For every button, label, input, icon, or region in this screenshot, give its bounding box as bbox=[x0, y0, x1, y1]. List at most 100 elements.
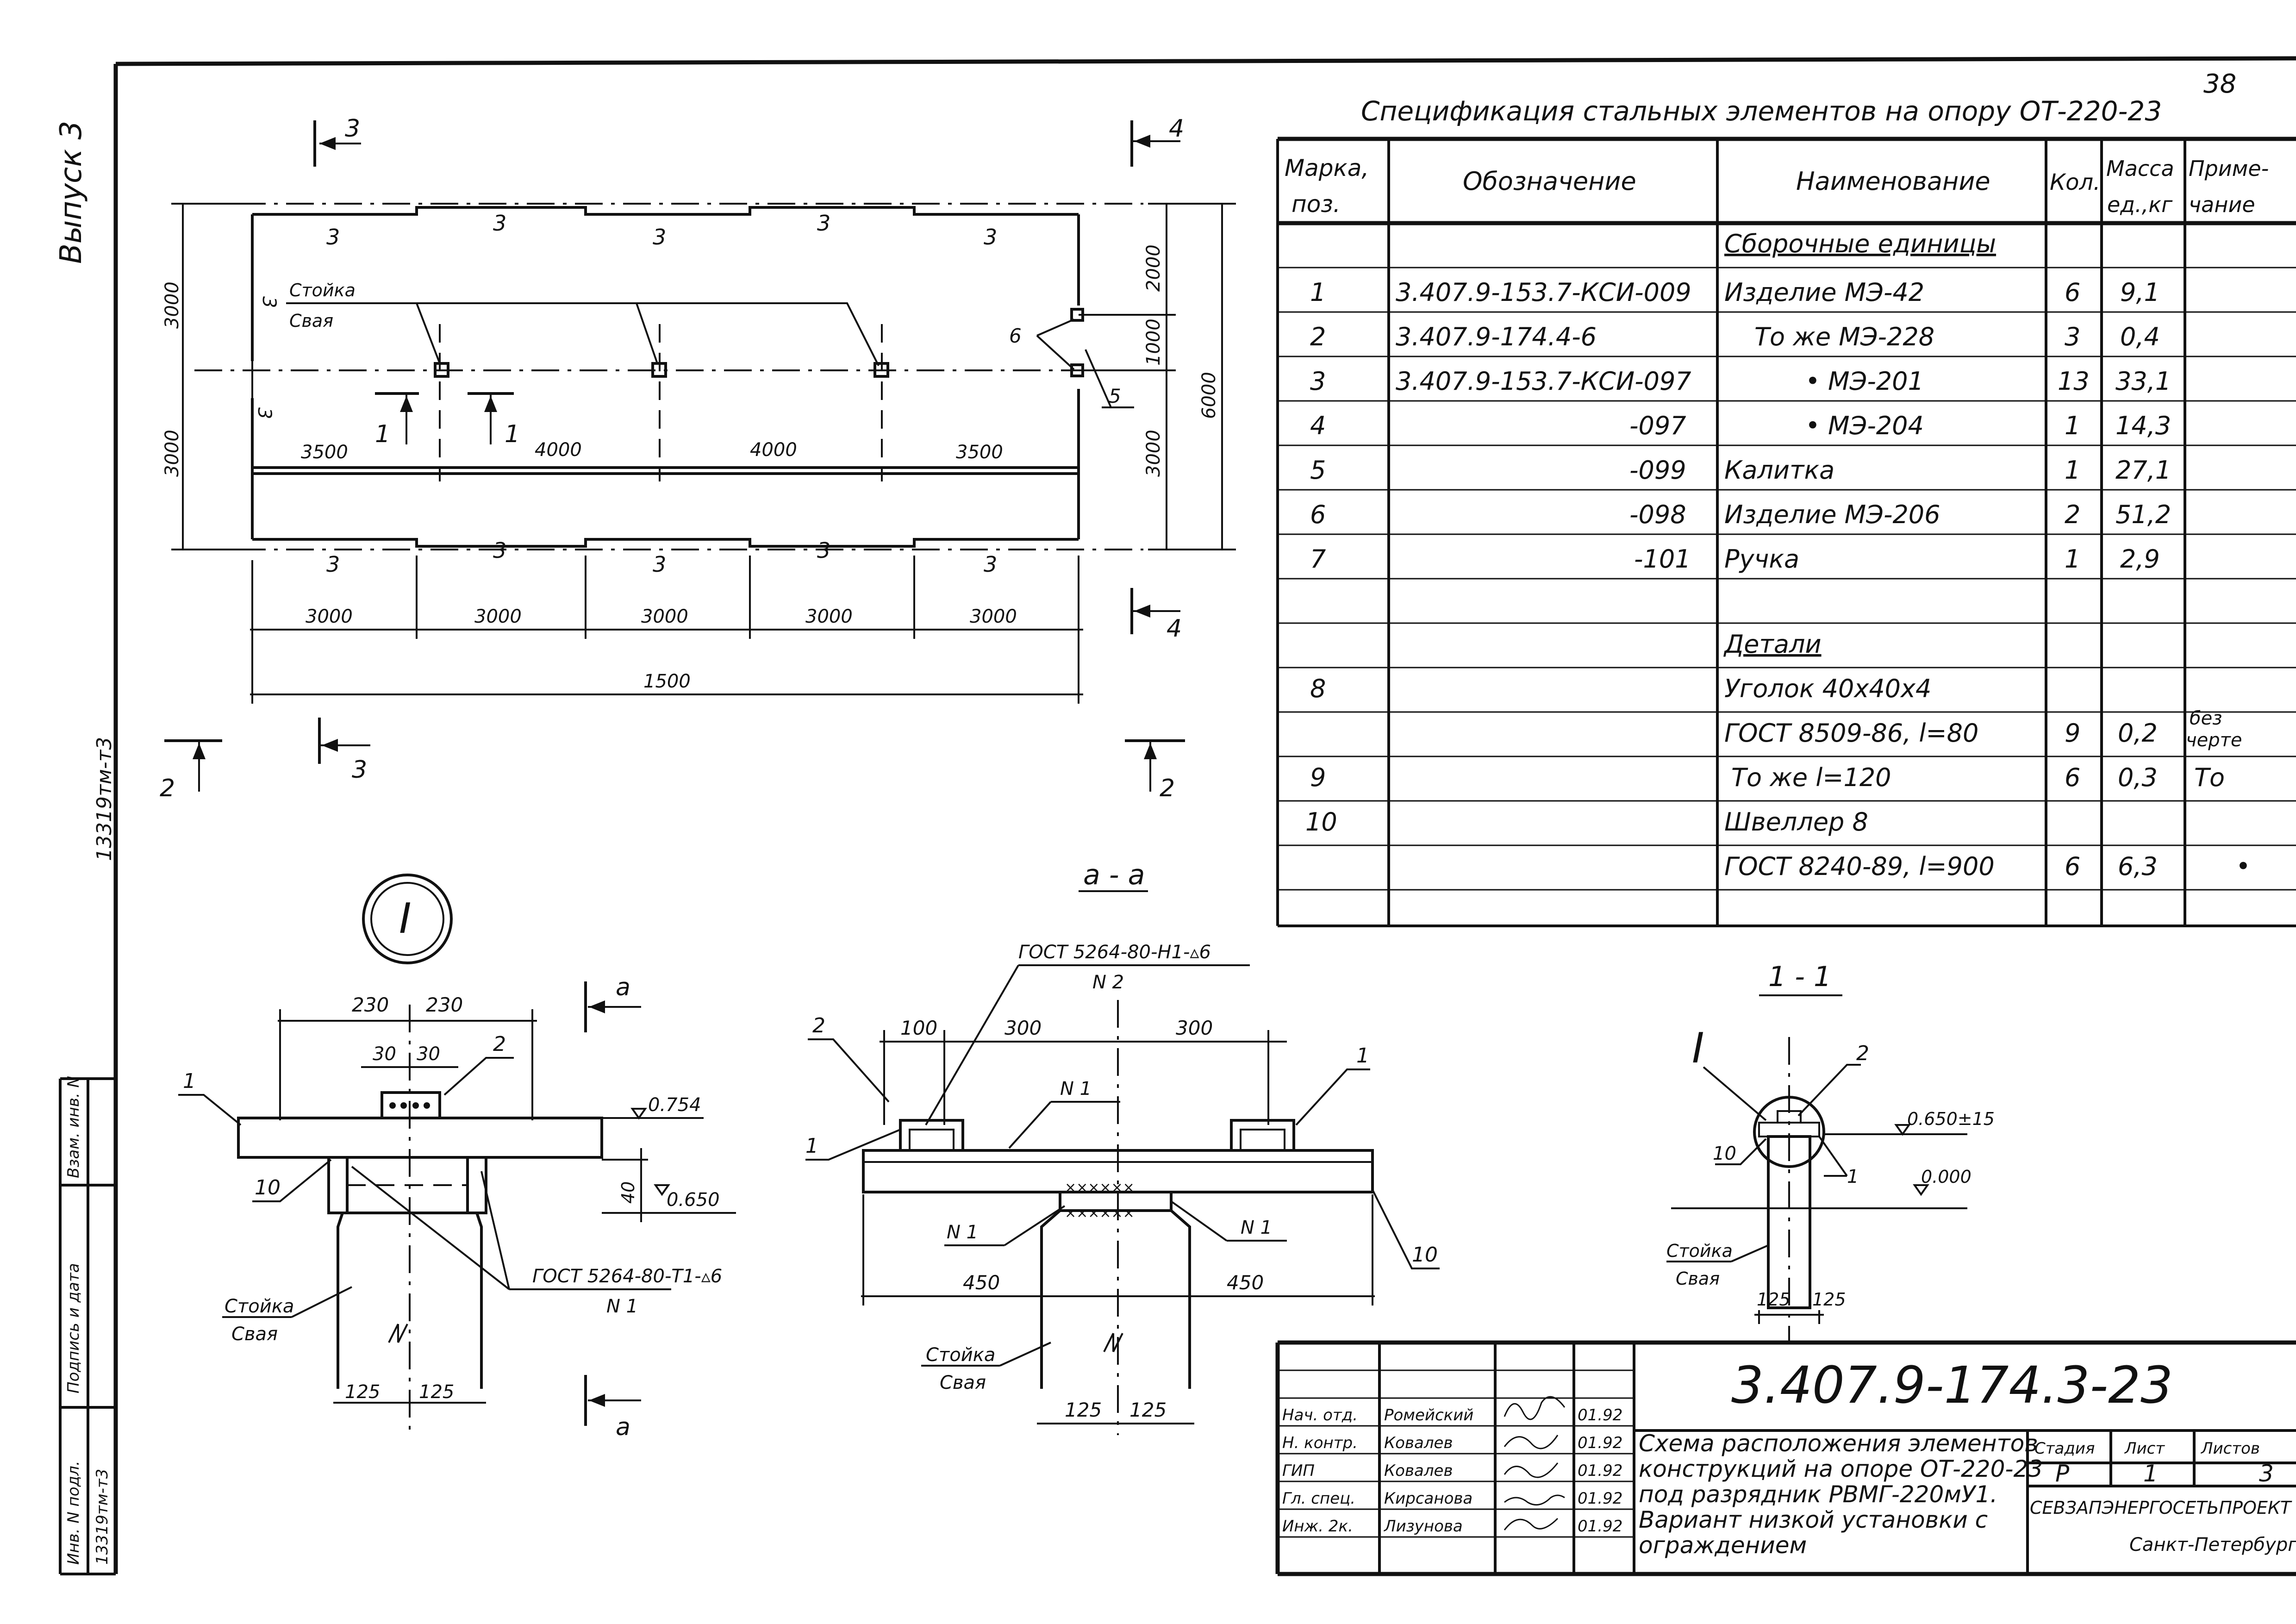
row-designation: -097 bbox=[1629, 411, 1686, 440]
row-name: Швеллер 8 bbox=[1724, 807, 1868, 837]
dim-top: 100 bbox=[900, 1017, 937, 1039]
row-note-2: черте bbox=[2186, 730, 2242, 751]
right-dim: 1000 bbox=[1143, 319, 1164, 366]
panel-mark-bottom: 3 bbox=[653, 552, 666, 577]
hdr-note-2: чание bbox=[2189, 192, 2255, 217]
stage-value: Р bbox=[2055, 1460, 2070, 1487]
panel-mark-top: 3 bbox=[493, 211, 506, 236]
staff-role: Инж. 2к. bbox=[1282, 1517, 1353, 1536]
row-name: То же l=120 bbox=[1731, 763, 1891, 792]
callout: 1 bbox=[805, 1134, 818, 1158]
row-name: Изделие МЭ-42 bbox=[1724, 278, 1924, 307]
dim-side: 40 bbox=[618, 1181, 638, 1204]
weld-marks: ×××××× bbox=[1065, 1205, 1135, 1221]
callout-6: 6 bbox=[1009, 325, 1022, 347]
row-qty: 3 bbox=[2065, 322, 2080, 351]
section-mark: 1 bbox=[375, 420, 390, 448]
panel-mark-top: 3 bbox=[984, 225, 997, 250]
row-qty: 6 bbox=[2065, 763, 2080, 792]
inv-vzam-label: Взам. инв. N bbox=[64, 1076, 83, 1178]
panel-mark-bottom: 3 bbox=[493, 538, 506, 563]
sheet-label: Лист bbox=[2124, 1439, 2165, 1458]
section-assemblies: Сборочные единицы bbox=[1724, 229, 1996, 258]
row-name: Уголок 40х40х4 bbox=[1724, 674, 1931, 703]
section-arrow-1: 1 1 bbox=[375, 392, 520, 448]
row-pos: 6 bbox=[1310, 500, 1326, 529]
post-label: Стойка bbox=[926, 1344, 995, 1366]
row-qty: 6 bbox=[2065, 852, 2080, 881]
bottom-dim: 3000 bbox=[306, 606, 353, 627]
level-bot: 0.650 bbox=[667, 1189, 720, 1211]
callout: 1 bbox=[183, 1069, 196, 1093]
row-qty: 1 bbox=[2065, 456, 2080, 485]
staff-name: Ковалев bbox=[1384, 1434, 1453, 1452]
section-title: а - а bbox=[1083, 859, 1145, 891]
section-arrow-2-left: 2 bbox=[160, 739, 222, 802]
staff-role: Гл. спец. bbox=[1282, 1489, 1355, 1508]
overall-width-dim: 6000 bbox=[1198, 372, 1220, 419]
left-dim: 3000 bbox=[162, 430, 183, 477]
left-dim: 3000 bbox=[162, 281, 183, 329]
staff-row: Гл. спец. Кирсанова 01.92 bbox=[1282, 1489, 1622, 1508]
bottom-dim: 3000 bbox=[474, 606, 522, 627]
section-details: Детали bbox=[1723, 630, 1822, 659]
row-qty: 2 bbox=[2065, 500, 2080, 529]
spec-row: 6 -098 Изделие МЭ-206 2 51,2 bbox=[1310, 500, 2171, 529]
title-block-rows bbox=[1278, 1369, 1634, 1538]
inv-no-value: 13319тм-т3 bbox=[93, 1469, 112, 1565]
page-number: 38 bbox=[2203, 69, 2236, 99]
post-label: Стойка bbox=[1666, 1241, 1733, 1261]
section-arrow-2-right: 2 bbox=[1125, 739, 1185, 802]
row-spacing-dim: 4000 bbox=[750, 439, 797, 461]
section-arrow-4-bottom: 4 bbox=[1130, 588, 1182, 643]
level-top: 0.754 bbox=[648, 1094, 701, 1116]
panel-mark-bottom: 3 bbox=[326, 552, 340, 577]
sheets-value: 3 bbox=[2259, 1460, 2274, 1487]
spec-title: Спецификация стальных элементов на опору… bbox=[1361, 95, 2162, 127]
bottom-dim: 3000 bbox=[805, 606, 853, 627]
hdr-note-1: Приме- bbox=[2189, 156, 2269, 181]
post-label: Стойка bbox=[289, 280, 356, 300]
row-spacing-dim: 3500 bbox=[301, 442, 348, 463]
row-note: • bbox=[2236, 852, 2251, 881]
weld-label: N 1 bbox=[947, 1222, 978, 1243]
row-designation: -101 bbox=[1634, 544, 1691, 574]
sign-date-label: Подпись и дата bbox=[64, 1263, 83, 1393]
panel-mark-side: 3 bbox=[258, 296, 280, 308]
staff-date: 01.92 bbox=[1578, 1489, 1622, 1508]
row-spacing-dim: 4000 bbox=[535, 439, 582, 461]
row-pos: 5 bbox=[1310, 456, 1326, 485]
section-aa: а - а ×××××× ×××××× 100 300 300 450 450 bbox=[805, 859, 1440, 1435]
hdr-qty: Кол. bbox=[2050, 169, 2100, 195]
dim-top: 230 bbox=[426, 993, 463, 1016]
dim-small: 30 bbox=[373, 1043, 396, 1065]
stage-label: Стадия bbox=[2034, 1439, 2095, 1458]
staff-date: 01.92 bbox=[1578, 1434, 1622, 1452]
weld-sub: N 1 bbox=[606, 1296, 638, 1317]
row-note-1: без bbox=[2190, 708, 2222, 729]
spec-row: 1 3.407.9-153.7-КСИ-009 Изделие МЭ-42 6 … bbox=[1310, 278, 2160, 307]
row-name: Изделие МЭ-206 bbox=[1724, 500, 1940, 529]
sheet-frame bbox=[59, 56, 2296, 1575]
callout: 10 bbox=[255, 1176, 281, 1199]
bottom-dim: 3000 bbox=[970, 606, 1017, 627]
section-arrow-3-bottom: 3 bbox=[318, 718, 370, 784]
section-arrow-label: а bbox=[616, 1413, 630, 1441]
panel-mark-bottom: 3 bbox=[984, 552, 997, 577]
panel-mark-top: 3 bbox=[326, 225, 340, 250]
org-city: Санкт-Петербург bbox=[2129, 1534, 2296, 1555]
row-qty: 1 bbox=[2065, 544, 2080, 574]
callout: 1 bbox=[1847, 1166, 1859, 1187]
title-block: 3.407.9-174.3-23 Нач. отд. Ромейский 01.… bbox=[1275, 1340, 2296, 1576]
row-qty: 9 bbox=[2065, 718, 2080, 748]
row-qty: 1 bbox=[2065, 411, 2080, 440]
dim-top: 300 bbox=[1176, 1017, 1213, 1039]
level-zero: 0.000 bbox=[1921, 1167, 1972, 1187]
dim-bottom: 125 bbox=[1812, 1289, 1846, 1310]
row-name: То же МЭ-228 bbox=[1754, 322, 1934, 351]
dim-top: 300 bbox=[1004, 1017, 1042, 1039]
description-line: конструкций на опоре ОТ-220-23 bbox=[1639, 1455, 2043, 1482]
row-pos: 2 bbox=[1310, 322, 1326, 351]
row-mass: 9,1 bbox=[2120, 278, 2160, 307]
pile-label: Свая bbox=[940, 1372, 986, 1393]
